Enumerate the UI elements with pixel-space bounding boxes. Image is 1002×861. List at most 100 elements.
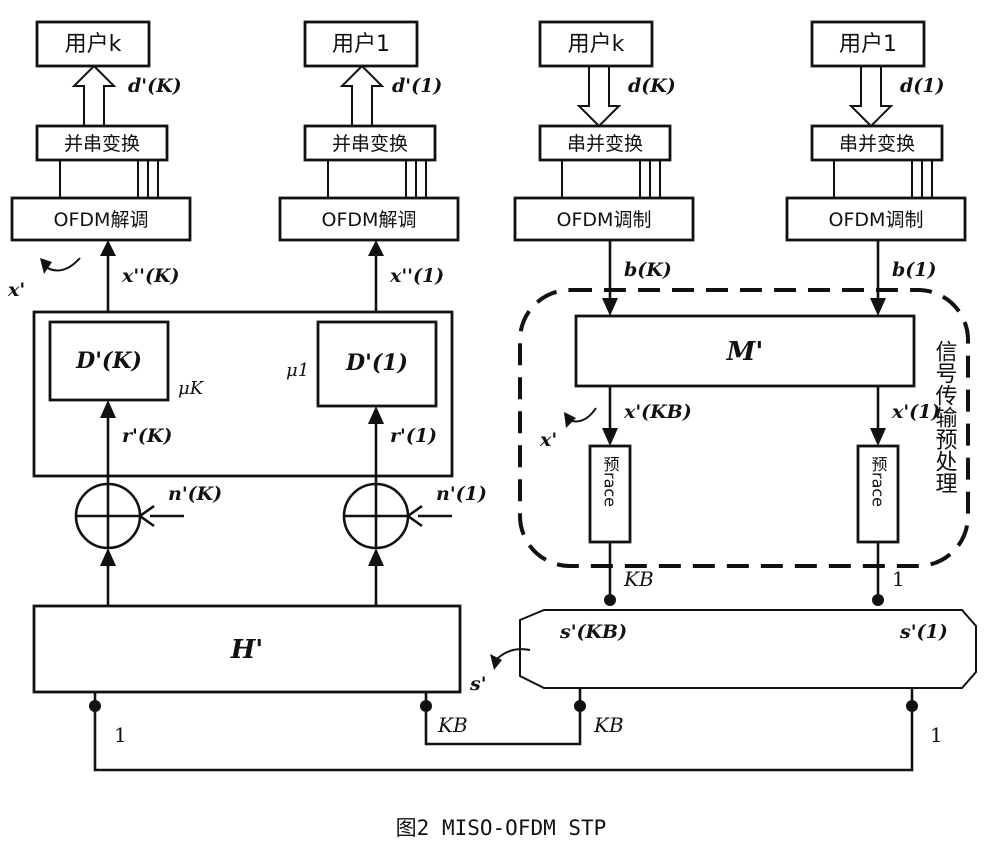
tx-parallel-lines-1 xyxy=(833,160,933,198)
rx-arrowhead-r-1 xyxy=(368,406,384,424)
tx-parallel-lines-k xyxy=(561,160,661,198)
tx-sp-box-k xyxy=(538,124,672,162)
rx-detector-label-k: D'(K) xyxy=(75,348,142,374)
rx-user-label-1: 用户1 xyxy=(332,32,390,57)
tx-signal-b-1: b(1) xyxy=(892,259,937,281)
stp-label: M' xyxy=(726,337,764,367)
rx-arrowhead-x-k xyxy=(100,240,116,256)
tx-vector-x-arrowhead xyxy=(564,412,576,428)
tx-data-label-1: d(1) xyxy=(900,75,945,97)
tx-signal-s-1: s'(1) xyxy=(899,621,948,643)
rx-ps-label-1: 并串变换 xyxy=(332,133,408,155)
tx-hollow-arrow-k xyxy=(576,66,622,128)
rx-hollow-arrow-1 xyxy=(339,64,385,126)
rx-user-label-k: 用户k xyxy=(65,32,122,57)
tx-arrowhead-b-1 xyxy=(870,298,886,316)
preprocess-region xyxy=(518,288,970,568)
rx-vector-x-label: x' xyxy=(7,279,25,301)
tx-user-box-k xyxy=(538,20,654,68)
rx-noise-label-1: n'(1) xyxy=(436,483,487,505)
tx-antenna-right xyxy=(906,700,918,712)
rx-antenna-left xyxy=(89,700,101,712)
rx-adder-cross-1 xyxy=(344,484,408,548)
tx-hollow-arrow-1 xyxy=(848,66,894,128)
rx-demod-label-1: OFDM解调 xyxy=(322,209,417,231)
tx-user-label-k: 用户k xyxy=(568,32,625,57)
tx-arrowhead-x-k xyxy=(602,428,618,446)
rx-data-label-1: d'(1) xyxy=(392,75,442,97)
rx-noise-arrowhead-1 xyxy=(405,504,423,528)
rx-demod-box-k xyxy=(10,196,192,242)
tx-vector-s-label: s' xyxy=(469,673,487,695)
rx-antenna-label-left: 1 xyxy=(114,723,127,747)
rx-noise-label-k: n'(K) xyxy=(168,483,222,505)
rx-parallel-lines-k xyxy=(59,160,159,198)
rx-arrowhead-r-k xyxy=(100,400,116,418)
tx-antenna-label-left: KB xyxy=(593,713,624,737)
tx-signal-x-k: x'(KB) xyxy=(623,401,692,423)
rx-data-label-k: d'(K) xyxy=(128,75,182,97)
tx-antenna-label-right: 1 xyxy=(930,723,943,747)
rx-adder-cross-k xyxy=(76,484,140,548)
tx-precoder-label-k: 预race xyxy=(601,456,620,507)
rx-demod-box-1 xyxy=(278,196,460,242)
rx-signal-x-1: x''(1) xyxy=(389,265,444,287)
rx-detector-tag-k: μK xyxy=(178,378,205,399)
rx-signal-r-1: r'(1) xyxy=(390,425,437,447)
rx-ps-box-1 xyxy=(303,124,437,162)
tx-arrowhead-x-1 xyxy=(870,428,886,446)
rx-detector-label-1: D'(1) xyxy=(345,350,408,376)
tx-vector-s-pointer xyxy=(495,648,531,661)
link-wire-inner xyxy=(424,712,582,746)
tx-signal-vector-bus xyxy=(519,609,977,689)
link-wire-outer xyxy=(93,712,914,772)
tx-stp-antenna-k xyxy=(604,594,616,606)
tx-precoder-label-1: 预race xyxy=(869,456,888,507)
tx-data-label-k: d(K) xyxy=(628,75,676,97)
channel-block xyxy=(32,604,462,694)
tx-mod-label-1: OFDM调制 xyxy=(829,209,924,231)
rx-ps-box-k xyxy=(35,124,169,162)
tx-user-box-1 xyxy=(810,20,926,68)
tx-precoder-box-1 xyxy=(856,444,900,544)
rx-hollow-arrow-k xyxy=(71,64,117,126)
tx-antenna-label-1: 1 xyxy=(892,567,905,591)
rx-noise-arrowhead-k xyxy=(137,504,155,528)
rx-antenna-label-right: KB xyxy=(437,713,468,737)
rx-detector-tag-1: μ1 xyxy=(286,360,309,381)
ch-arrowhead-1 xyxy=(368,548,384,566)
tx-signal-x-1: x'(1) xyxy=(891,401,940,423)
tx-antenna-left xyxy=(574,700,586,712)
tx-arrowhead-b-k xyxy=(602,298,618,316)
rx-signal-x-k: x''(K) xyxy=(121,265,179,287)
tx-stp-antenna-1 xyxy=(872,594,884,606)
rx-antenna-right xyxy=(420,700,432,712)
tx-sp-label-1: 串并变换 xyxy=(839,133,915,155)
tx-vector-s-arrowhead xyxy=(490,654,502,670)
tx-user-label-1: 用户1 xyxy=(839,32,897,57)
tx-mod-box-k xyxy=(513,196,695,242)
tx-antenna-label-k: KB xyxy=(623,567,654,591)
tx-vector-x-label: x' xyxy=(539,429,557,451)
ch-arrowhead-k xyxy=(100,548,116,566)
stp-block xyxy=(574,314,916,388)
tx-mod-label-k: OFDM调制 xyxy=(557,209,652,231)
rx-ps-label-k: 并串变换 xyxy=(64,133,140,155)
tx-signal-s-k: s'(KB) xyxy=(559,621,627,643)
tx-signal-b-k: b(K) xyxy=(624,259,672,281)
rx-parallel-lines-1 xyxy=(327,160,427,198)
rx-detector-box-1 xyxy=(316,320,438,408)
rx-demod-label-k: OFDM解调 xyxy=(54,209,149,231)
tx-sp-box-1 xyxy=(810,124,944,162)
diagram-canvas: 用户k 用户1 d'(K) d'(1) 并串变换 并串变换 OFDM解调 OFD… xyxy=(7,20,977,772)
tx-mod-box-1 xyxy=(785,196,967,242)
rx-detector-box-k xyxy=(48,320,170,402)
channel-label: H' xyxy=(230,635,264,665)
figure-caption: 图2 MISO-OFDM STP xyxy=(395,816,607,840)
rx-vector-x-arrowhead xyxy=(40,258,52,274)
rx-signal-r-k: r'(K) xyxy=(122,425,172,447)
preprocess-label: 信号传输预处理 xyxy=(932,340,958,494)
rx-arrowhead-x-1 xyxy=(368,240,384,256)
tx-sp-label-k: 串并变换 xyxy=(567,133,643,155)
